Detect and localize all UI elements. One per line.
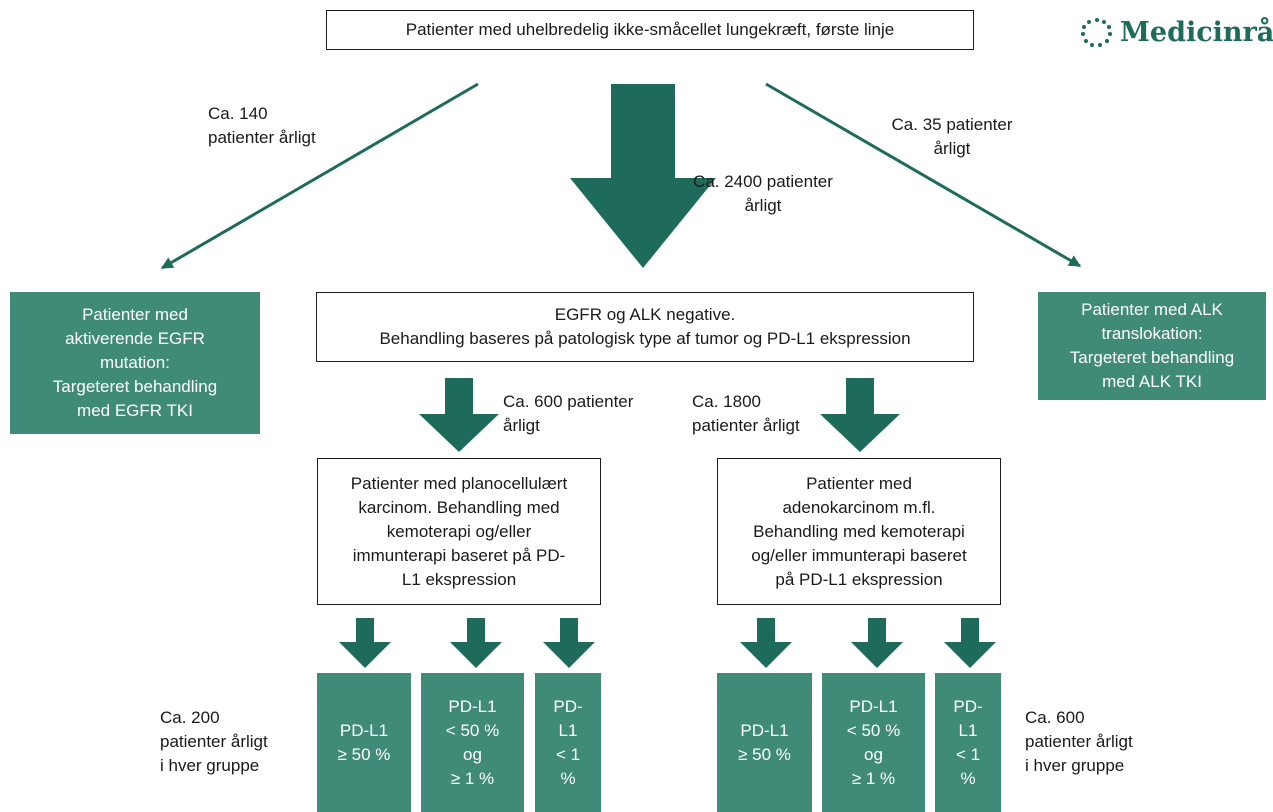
pdl1-group-right-high: PD-L1 ≥ 50 %: [717, 673, 812, 812]
egfr-alk-negative-box: EGFR og ALK negative. Behandling baseres…: [316, 292, 974, 362]
group-arrow-r2: [851, 618, 903, 668]
center-block-arrow: [570, 84, 716, 268]
planocellular-box: Patienter med planocellulært karcinom. B…: [317, 458, 601, 605]
planocellular-flow-label: Ca. 600 patienter årligt: [503, 392, 634, 435]
adenocarcinoma-box: Patienter med adenokarcinom m.fl. Behand…: [717, 458, 1001, 605]
left-flow-label: Ca. 140 patienter årligt: [208, 104, 316, 147]
logo-dots-icon: [1081, 18, 1112, 47]
adeno-flow-label: Ca. 1800 patienter årligt: [692, 392, 800, 435]
pdl1-group-right-mid: PD-L1 < 50 % og ≥ 1 %: [822, 673, 925, 812]
groups-left-label: Ca. 200 patienter årligt i hver gruppe: [160, 708, 268, 775]
group-arrow-l2: [450, 618, 502, 668]
egfr-mutation-box: Patienter med aktiverende EGFR mutation:…: [10, 292, 260, 434]
right-flow-label: Ca. 35 patienter årligt: [891, 115, 1013, 158]
group-arrow-l1: [339, 618, 391, 668]
medicinraadet-logo: Medicinrå: [1080, 12, 1273, 52]
right-branch-arrow: [765, 82, 1082, 268]
logo-text: Medicinrå: [1120, 16, 1273, 48]
pdl1-group-left-high: PD-L1 ≥ 50 %: [317, 673, 411, 812]
pdl1-group-left-mid: PD-L1 < 50 % og ≥ 1 %: [421, 673, 524, 812]
alk-translocation-box: Patienter med ALK translokation: Targete…: [1038, 292, 1266, 400]
left-branch-arrow: [160, 82, 479, 270]
pdl1-group-left-low: PD- L1 < 1 %: [535, 673, 601, 812]
group-arrow-r1: [740, 618, 792, 668]
planocellular-block-arrow: [419, 378, 499, 452]
adeno-block-arrow: [820, 378, 900, 452]
pdl1-group-right-low: PD- L1 < 1 %: [935, 673, 1001, 812]
root-population-box: Patienter med uhelbredelig ikke-småcelle…: [326, 10, 974, 50]
groups-right-label: Ca. 600 patienter årligt i hver gruppe: [1025, 708, 1133, 775]
group-arrow-r3: [944, 618, 996, 668]
center-flow-label: Ca. 2400 patienter årligt: [693, 172, 833, 215]
group-arrow-l3: [543, 618, 595, 668]
